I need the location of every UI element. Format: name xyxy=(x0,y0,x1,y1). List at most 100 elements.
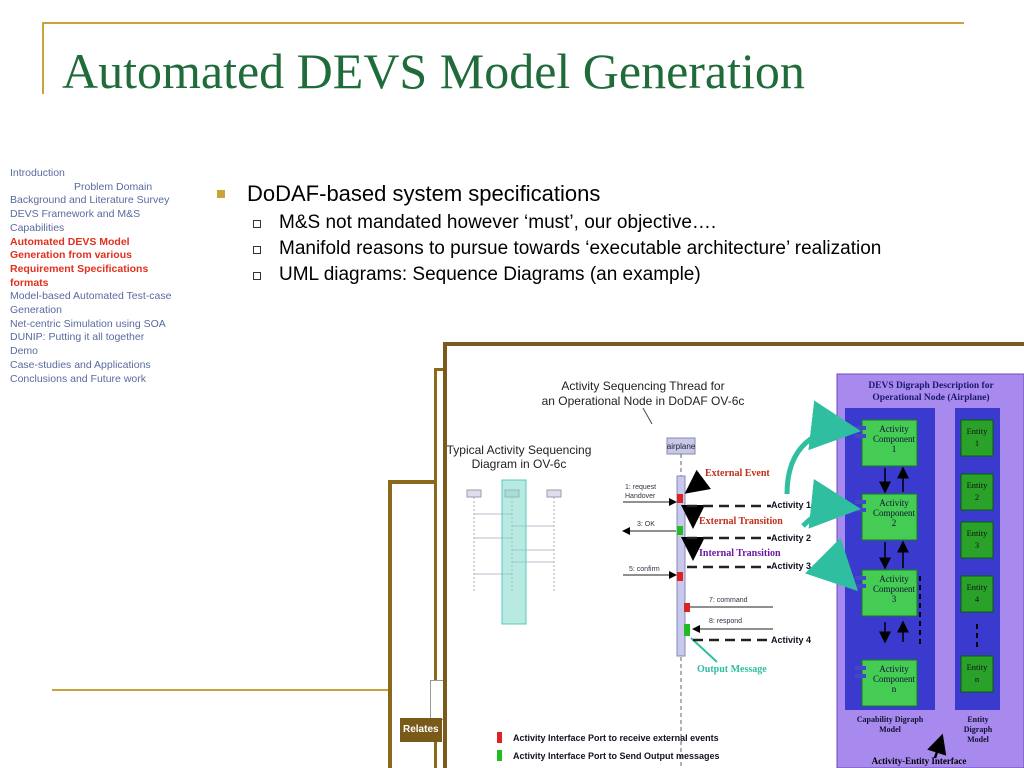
nav-item-conclusions[interactable]: Conclusions and Future work xyxy=(10,372,146,385)
thread-pointer xyxy=(642,407,653,425)
nav-item-automated-devs[interactable]: Automated DEVS Model xyxy=(10,235,130,248)
nav-item-case-studies[interactable]: Case-studies and Applications xyxy=(10,358,151,371)
entity-2: Entity 2 xyxy=(960,473,994,511)
svg-text:Entity: Entity xyxy=(967,582,989,592)
svg-text:Component: Component xyxy=(873,674,915,684)
svg-text:Entity: Entity xyxy=(967,480,989,490)
sub-bullet: UML diagrams: Sequence Diagrams (an exam… xyxy=(215,264,995,286)
svg-text:n: n xyxy=(975,674,980,684)
legend-green-label: Activity Interface Port to Send Output m… xyxy=(513,751,720,761)
sub-bullet: Manifold reasons to pursue towards ‘exec… xyxy=(215,238,995,260)
svg-text:Component: Component xyxy=(873,508,915,518)
external-event-label: External Event xyxy=(705,468,770,479)
svg-text:2: 2 xyxy=(892,518,897,528)
msg-1-label: 1: request xyxy=(625,484,656,491)
activation-bar xyxy=(676,475,686,657)
red-port-3 xyxy=(684,603,690,612)
svg-text:Component: Component xyxy=(873,434,915,444)
activity-component-1: Activity Component 1 xyxy=(855,419,918,467)
nav-item-devs-framework[interactable]: DEVS Framework and M&S xyxy=(10,208,141,221)
nav-item-net-centric[interactable]: Net-centric Simulation using SOA xyxy=(10,317,166,330)
nav-item-background[interactable]: Background and Literature Survey xyxy=(10,194,170,207)
svg-text:Activity: Activity xyxy=(879,424,909,434)
svg-text:Activity: Activity xyxy=(879,574,909,584)
lifeline-label: airplane xyxy=(667,442,696,451)
green-port-1 xyxy=(677,526,683,535)
entity-4: Entity 4 xyxy=(960,575,994,613)
devs-sequence-figure: Activity Sequencing Thread for an Operat… xyxy=(443,342,1024,768)
hollow-square-bullet-icon xyxy=(253,220,261,228)
activity-3-label: Activity 3 xyxy=(771,561,811,571)
capability-label-line2: Model xyxy=(879,725,902,734)
activity-component-3: Activity Component 3 xyxy=(855,569,918,617)
activity-1-label: Activity 1 xyxy=(771,500,811,510)
red-port-2 xyxy=(677,572,683,581)
hollow-square-bullet-icon xyxy=(253,246,261,254)
page-title: Automated DEVS Model Generation xyxy=(62,43,805,99)
figure-canvas: Activity Sequencing Thread for an Operat… xyxy=(447,373,1024,768)
typical-title-line2: Diagram in OV-6c xyxy=(472,457,567,471)
typical-title-line1: Typical Activity Sequencing xyxy=(447,443,591,457)
entity-model-line3: Model xyxy=(967,735,990,744)
svg-text:Entity: Entity xyxy=(967,662,989,672)
devs-title-line2: Operational Node (Airplane) xyxy=(872,392,989,403)
header-rule-left xyxy=(42,22,44,94)
nav-item-test-case-cont[interactable]: Generation xyxy=(10,304,62,317)
interface-label: Activity-Entity Interface xyxy=(872,756,967,766)
footer-rule xyxy=(52,689,444,691)
thread-title-line2: an Operational Node in DoDAF OV-6c xyxy=(542,394,745,408)
bullet-main: DoDAF-based system specifications xyxy=(215,180,995,208)
sub-bullet-text: M&S not mandated however ‘must’, our obj… xyxy=(279,212,717,233)
svg-text:1: 1 xyxy=(975,438,979,448)
activity-component-n: Activity Component n xyxy=(855,659,918,707)
hollow-square-bullet-icon xyxy=(253,272,261,280)
square-bullet-icon xyxy=(217,190,225,198)
activity-3-mapping-arrow xyxy=(805,538,859,592)
nav-item-devs-framework-cont[interactable]: Capabilities xyxy=(10,221,65,234)
nav-item-automated-devs-cont2[interactable]: Requirement Specifications xyxy=(10,262,149,275)
msg-1-label-cont: Handover xyxy=(625,493,656,500)
activity-4-label: Activity 4 xyxy=(771,635,811,645)
devs-title-line1: DEVS Digraph Description for xyxy=(868,381,994,391)
nav-item-dunip[interactable]: DUNIP: Putting it all together xyxy=(10,331,145,344)
svg-text:4: 4 xyxy=(975,594,980,604)
entity-1: Entity 1 xyxy=(960,419,994,457)
nav-item-demo[interactable]: Demo xyxy=(10,345,39,358)
nav-item-automated-devs-cont3[interactable]: formats xyxy=(10,276,49,289)
activity-2-mapping-arrow xyxy=(801,478,861,529)
svg-text:Activity: Activity xyxy=(879,664,909,674)
external-transition-label: External Transition xyxy=(699,516,783,527)
svg-text:Activity: Activity xyxy=(879,498,909,508)
svg-text:3: 3 xyxy=(892,594,897,604)
svg-text:n: n xyxy=(892,684,897,694)
typical-highlight xyxy=(501,479,527,625)
outline-sidebar: Introduction Problem Domain Background a… xyxy=(10,167,200,386)
legend-red-label: Activity Interface Port to receive exter… xyxy=(513,733,719,743)
activity-1-mapping-arrow xyxy=(784,400,861,495)
interface-arrow xyxy=(927,733,947,759)
activity-2-label: Activity 2 xyxy=(771,533,811,543)
nav-item-automated-devs-cont1[interactable]: Generation from various xyxy=(10,249,132,262)
svg-text:3: 3 xyxy=(975,540,979,550)
red-port-1 xyxy=(677,494,683,503)
sub-bullet-text: UML diagrams: Sequence Diagrams (an exam… xyxy=(279,264,701,285)
typical-diagram-thumbnail xyxy=(466,479,562,625)
sub-bullet: M&S not mandated however ‘must’, our obj… xyxy=(215,212,995,234)
green-port-2 xyxy=(684,624,690,636)
legend-red-swatch xyxy=(497,732,502,743)
output-message-pointer xyxy=(690,637,718,663)
nav-item-introduction[interactable]: Introduction xyxy=(10,167,65,179)
entity-3: Entity 3 xyxy=(960,521,994,559)
nav-item-test-case[interactable]: Model-based Automated Test-case xyxy=(10,290,172,303)
header-rule-top xyxy=(42,22,964,24)
activity-component-2: Activity Component 2 xyxy=(855,493,918,541)
svg-text:2: 2 xyxy=(975,492,979,502)
nav-item-problem-domain[interactable]: Problem Domain xyxy=(74,180,153,193)
msg-5-label: 5: confirm xyxy=(629,566,660,573)
msg-8-label: 8: respond xyxy=(709,618,742,625)
relates-tab: Relates xyxy=(400,718,442,742)
output-message-label: Output Message xyxy=(697,664,767,675)
msg-7-label: 7: command xyxy=(709,597,748,604)
sub-bullet-text: Manifold reasons to pursue towards ‘exec… xyxy=(279,238,882,259)
svg-text:Entity: Entity xyxy=(967,426,989,436)
